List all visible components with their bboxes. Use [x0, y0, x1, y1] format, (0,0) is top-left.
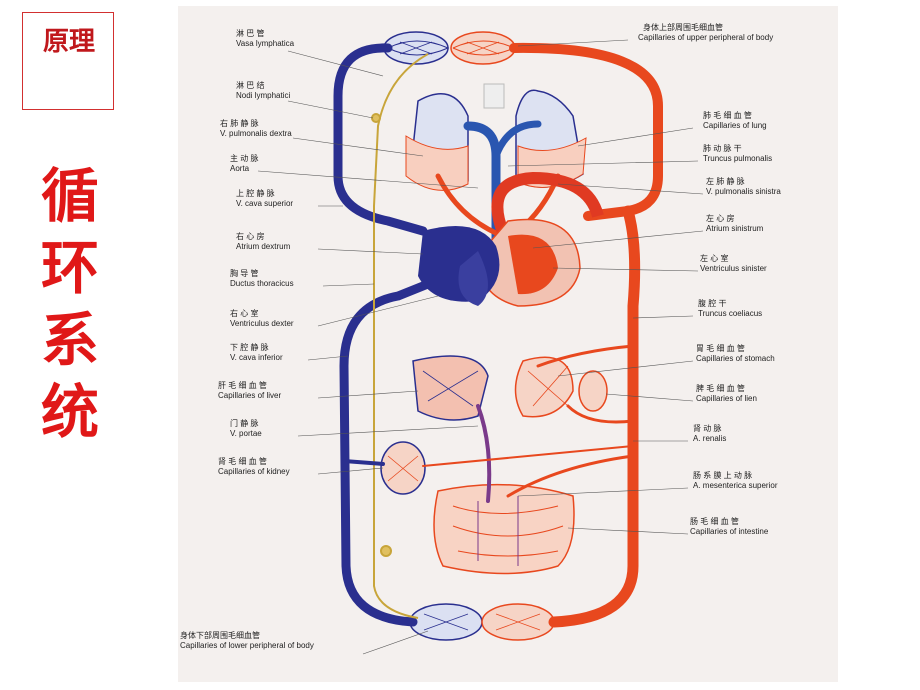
title-char-2: 环	[40, 234, 99, 302]
label-en-capillaries-liver: Capillaries of liver	[218, 391, 281, 400]
label-en-a-renalis: A. renalis	[693, 434, 726, 443]
label-cn-v-pulmonalis-sinistra: 左 肺 静 脉	[706, 176, 745, 186]
heart	[418, 218, 581, 307]
label-en-aorta: Aorta	[230, 164, 250, 173]
label-en-atrium-dextrum: Atrium dextrum	[236, 242, 291, 251]
label-cn-ventriculus-sinister: 左 心 室	[700, 253, 728, 263]
liver	[412, 355, 489, 421]
label-en-truncus-pulmonalis: Truncus pulmonalis	[703, 154, 772, 163]
tag-box: 原理	[22, 12, 114, 110]
label-en-v-pulmonalis-dextra: V. pulmonalis dextra	[220, 129, 292, 138]
label-cn-aorta: 主 动 脉	[230, 153, 258, 163]
label-cn-vasa-lymphatica: 淋 巴 管	[236, 28, 264, 38]
label-cn-atrium-sinistrum: 左 心 房	[706, 213, 734, 223]
lower-body-capillaries	[409, 603, 555, 641]
label-cn-a-mesenterica-superior: 肠 系 膜 上 动 脉	[693, 470, 752, 480]
label-en-ductus-thoracicus: Ductus thoracicus	[230, 279, 294, 288]
label-cn-truncus-coeliacus: 腹 腔 干	[698, 298, 726, 308]
leader-lines	[257, 39, 704, 655]
label-cn-capillaries-lien: 脾 毛 细 血 管	[696, 383, 745, 393]
intestine	[433, 483, 575, 575]
label-en-v-pulmonalis-sinistra: V. pulmonalis sinistra	[706, 187, 781, 196]
label-en-upper-body-capillaries: Capillaries of upper peripheral of body	[638, 33, 773, 42]
label-en-nodi-lymphatici: Nodi lymphatici	[236, 91, 290, 100]
label-cn-truncus-pulmonalis: 肺 动 脉 干	[703, 143, 742, 153]
lymph-vessels	[371, 53, 429, 619]
label-en-vasa-lymphatica: Vasa lymphatica	[236, 39, 295, 48]
label-en-capillaries-lien: Capillaries of lien	[696, 394, 757, 403]
systemic-veins	[333, 43, 433, 627]
title-char-4: 统	[40, 378, 99, 446]
stomach-spleen	[514, 356, 608, 418]
label-cn-capillaries-stomach: 胃 毛 细 血 管	[696, 343, 745, 353]
label-en-atrium-sinistrum: Atrium sinistrum	[706, 224, 764, 233]
tag-label: 原理	[42, 27, 95, 57]
label-en-capillaries-kidney: Capillaries of kidney	[218, 467, 290, 476]
lungs	[405, 83, 587, 191]
bottom-label: 身体下部周围毛细血管 Capillaries of lower peripher…	[180, 630, 314, 650]
abdominal-vessels	[342, 344, 635, 503]
label-en-v-cava-inferior: V. cava inferior	[230, 353, 283, 362]
label-en-v-portae: V. portae	[230, 429, 262, 438]
label-en-ventriculus-dexter: Ventriculus dexter	[230, 319, 294, 328]
label-en-truncus-coeliacus: Truncus coeliacus	[698, 309, 762, 318]
circulation-svg: 淋 巴 管 Vasa lymphatica 淋 巴 结 Nodi lymphat…	[180, 22, 781, 655]
label-cn-atrium-dextrum: 右 心 房	[236, 231, 264, 241]
kidney	[380, 441, 426, 495]
vertical-title: 循 环 系 统	[30, 160, 110, 448]
upper-body-capillaries	[383, 31, 516, 65]
right-labels: 身体上部周围毛细血管 Capillaries of upper peripher…	[638, 22, 781, 536]
label-cn-ductus-thoracicus: 胸 导 管	[230, 268, 258, 278]
label-cn-ventriculus-dexter: 右 心 室	[230, 308, 258, 318]
label-cn-upper-body-capillaries: 身体上部周围毛细血管	[643, 22, 723, 32]
title-char-3: 系	[40, 306, 99, 374]
label-cn-nodi-lymphatici: 淋 巴 结	[236, 80, 264, 90]
label-cn-capillaries-intestine: 肠 毛 细 血 管	[690, 516, 739, 526]
label-en-v-cava-superior: V. cava superior	[236, 199, 293, 208]
label-en-capillaries-stomach: Capillaries of stomach	[696, 354, 775, 363]
aortic-arch	[491, 171, 604, 247]
label-cn-v-cava-inferior: 下 腔 静 脉	[230, 342, 269, 352]
label-en-capillaries-lung: Capillaries of lung	[703, 121, 767, 130]
left-labels: 淋 巴 管 Vasa lymphatica 淋 巴 结 Nodi lymphat…	[218, 28, 295, 476]
label-en-a-mesenterica-superior: A. mesenterica superior	[693, 481, 778, 490]
label-cn-v-pulmonalis-dextra: 右 肺 静 脉	[220, 118, 259, 128]
label-en-capillaries-intestine: Capillaries of intestine	[690, 527, 769, 536]
label-cn-v-cava-superior: 上 腔 静 脉	[236, 188, 275, 198]
label-cn-lower-body-capillaries: 身体下部周围毛细血管	[180, 630, 260, 640]
label-en-ventriculus-sinister: Ventriculus sinister	[700, 264, 767, 273]
label-en-lower-body-capillaries: Capillaries of lower peripheral of body	[180, 641, 314, 650]
circulation-diagram: 淋 巴 管 Vasa lymphatica 淋 巴 结 Nodi lymphat…	[178, 6, 838, 682]
label-cn-capillaries-kidney: 肾 毛 细 血 管	[218, 456, 267, 466]
label-cn-capillaries-liver: 肝 毛 细 血 管	[218, 380, 267, 390]
title-char-1: 循	[40, 162, 99, 230]
label-cn-a-renalis: 肾 动 脉	[693, 423, 721, 433]
systemic-arteries	[509, 42, 663, 628]
label-cn-capillaries-lung: 肺 毛 细 血 管	[703, 110, 752, 120]
label-cn-v-portae: 门 静 脉	[230, 418, 258, 428]
